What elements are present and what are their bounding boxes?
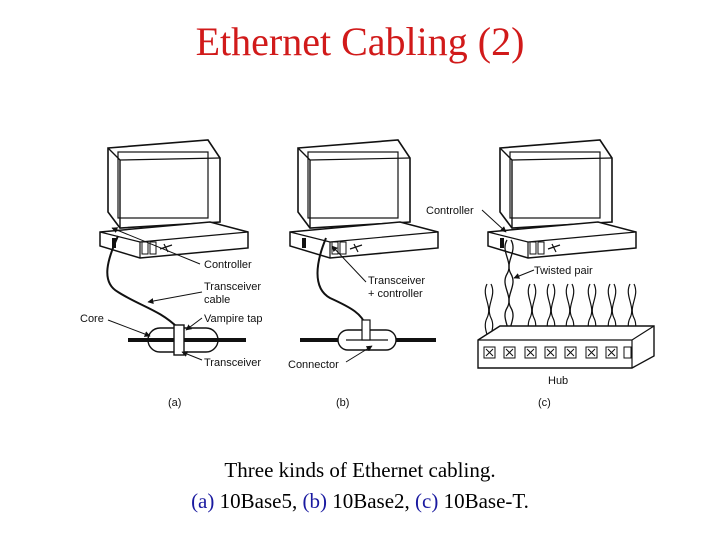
- caption-c: (c): [415, 489, 439, 513]
- transceiver-cable-a: [106, 235, 179, 329]
- transceiver-controller-label-1: Transceiver: [368, 275, 425, 287]
- caption-line-2: (a) 10Base5, (b) 10Base2, (c) 10Base-T.: [0, 486, 720, 517]
- caption-a-text: 10Base5,: [214, 489, 303, 513]
- caption-a: (a): [191, 489, 215, 513]
- panel-label-c: (c): [538, 397, 551, 409]
- thick-coax-a: [128, 324, 246, 356]
- core-label: Core: [80, 313, 104, 325]
- connector-pointer: [345, 345, 373, 363]
- core-pointer: [107, 319, 151, 337]
- caption-line-1: Three kinds of Ethernet cabling.: [224, 458, 496, 482]
- transceiver-cable-pointer: [147, 291, 203, 304]
- controller-c-pointer: [481, 209, 507, 233]
- transceiver-cable-label-1: Transceiver: [204, 281, 261, 293]
- hub-label: Hub: [548, 375, 568, 387]
- controller-a-label: Controller: [204, 259, 252, 271]
- slide-title: Ethernet Cabling (2): [195, 19, 525, 64]
- vampire-tap-pointer: [185, 317, 203, 331]
- computer-b: [289, 139, 439, 259]
- thin-coax-b: [300, 319, 436, 351]
- vampire-tap-label: Vampire tap: [204, 313, 263, 325]
- transceiver-a-label: Transceiver: [204, 357, 261, 369]
- computer-c: [487, 139, 637, 259]
- controller-a-pointer: [111, 227, 201, 265]
- twisted-pair-pointer: [513, 269, 535, 279]
- connector-label: Connector: [288, 359, 339, 371]
- twisted-pair-c: [504, 239, 514, 345]
- twisted-pair-label: Twisted pair: [534, 265, 593, 277]
- transceiver-controller-label-2: + controller: [368, 288, 423, 300]
- controller-c-label: Controller: [426, 205, 474, 217]
- computer-a: [99, 139, 249, 259]
- caption-b: (b): [302, 489, 327, 513]
- hub-box: [477, 325, 655, 369]
- cable-b: [316, 237, 367, 327]
- transceiver-cable-label-2: cable: [204, 294, 230, 306]
- caption: Three kinds of Ethernet cabling. (a) 10B…: [0, 455, 720, 517]
- transceiver-controller-pointer: [331, 245, 367, 283]
- transceiver-a-pointer: [181, 351, 203, 361]
- panel-label-b: (b): [336, 397, 349, 409]
- panel-label-a: (a): [168, 397, 181, 409]
- caption-b-text: 10Base2,: [326, 489, 416, 513]
- caption-c-text: 10Base-T.: [438, 489, 529, 513]
